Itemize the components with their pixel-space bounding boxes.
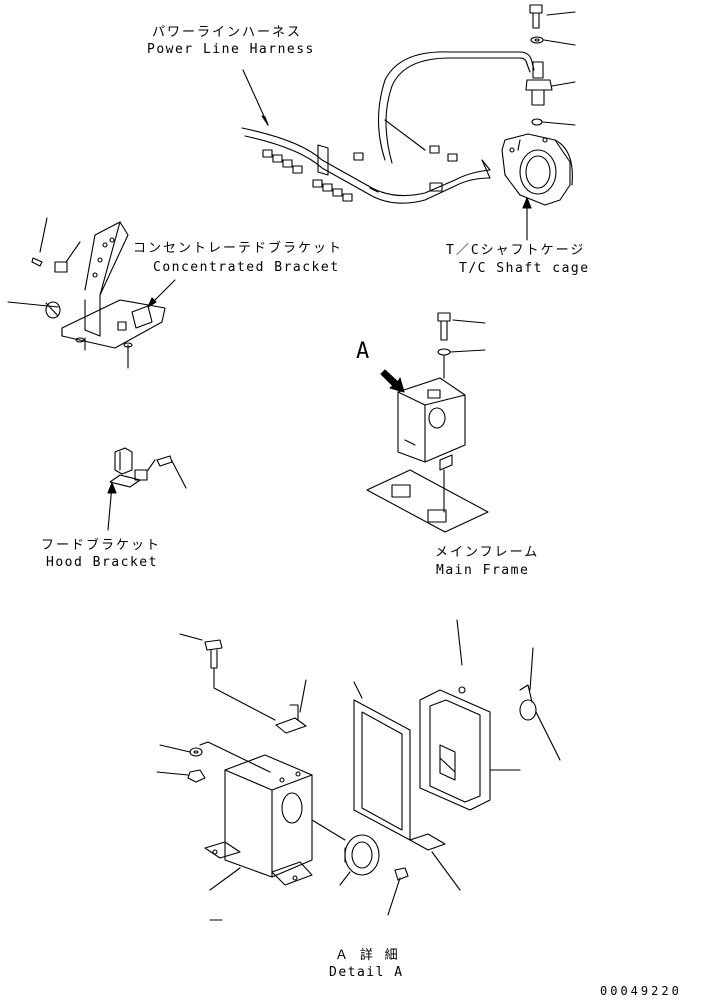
hood-bracket-leader — [107, 482, 117, 531]
hood-bracket-label-jp: フードブラケット — [41, 538, 162, 553]
concentrated-bracket-drawing — [7, 217, 166, 369]
hood-bracket-drawing — [109, 447, 187, 489]
drawing-number: 00049220 — [600, 984, 682, 998]
bolt-stack-top-right — [525, 4, 576, 126]
power-line-harness-label-jp: パワーラインハーネス — [152, 25, 303, 40]
power-line-harness-drawing — [241, 51, 535, 204]
detail-a-label-jp: Ａ 詳 細 — [335, 948, 400, 963]
main-frame-label-en: Main Frame — [436, 563, 530, 578]
hood-bracket-label-en: Hood Bracket — [46, 555, 158, 570]
power-line-harness-label-en: Power Line Harness — [147, 42, 315, 57]
tc-shaft-cage-leader — [522, 197, 532, 241]
main-frame-label-jp: メインフレーム — [435, 545, 540, 560]
detail-a-label-en: Detail A — [329, 965, 404, 980]
concentrated-bracket-label-jp: コンセントレーテドブラケット — [133, 241, 344, 256]
power-line-harness-leader — [242, 69, 269, 126]
view-marker-a: A — [356, 339, 370, 364]
tc-shaft-cage-drawing — [501, 133, 573, 206]
concentrated-bracket-label-en: Concentrated Bracket — [153, 260, 340, 275]
main-frame-drawing — [366, 312, 489, 533]
detail-a-drawing — [156, 619, 561, 921]
tc-shaft-cage-label-jp: T／Cシャフトケージ — [446, 243, 586, 258]
concentrated-bracket-leader — [147, 279, 176, 308]
tc-shaft-cage-label-en: T/C Shaft cage — [459, 261, 590, 276]
